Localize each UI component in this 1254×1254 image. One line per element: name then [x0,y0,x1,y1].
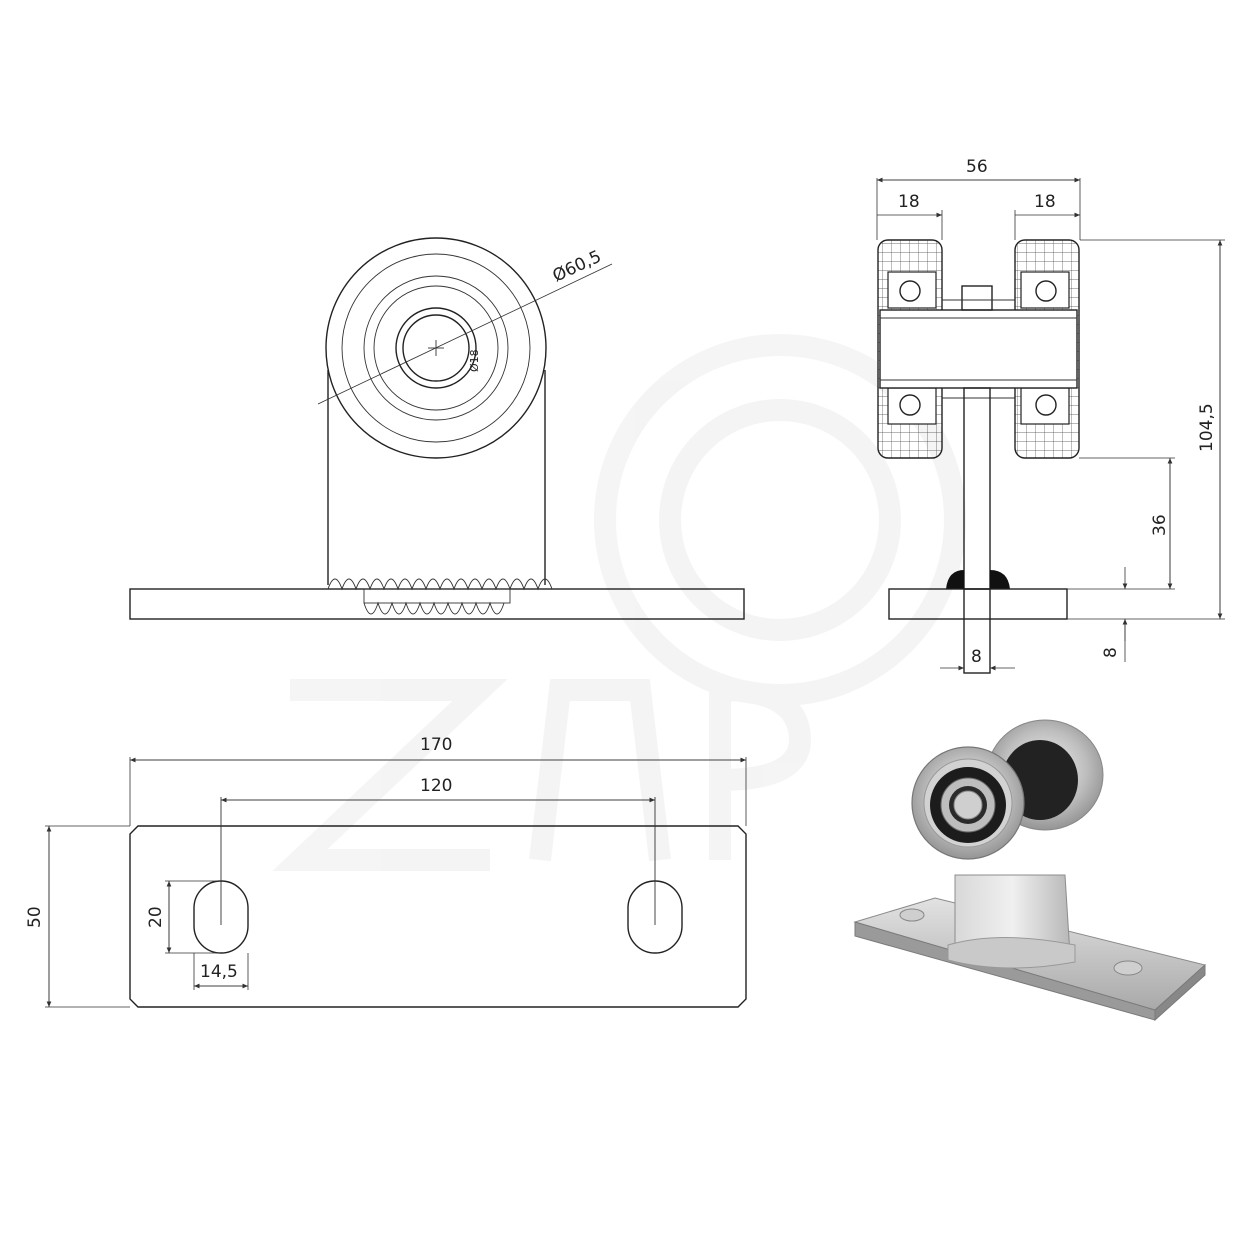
plate-thickness-label: 8 [1101,647,1121,658]
product-photo [853,719,1207,1022]
shaft-diameter-label: Ø18 [468,349,481,372]
stem-width-label: 8 [971,647,982,667]
total-height-label: 104,5 [1197,403,1217,452]
top-view: 170 120 50 20 14,5 [25,735,747,1008]
plate-length-label: 170 [420,735,452,755]
front-view: Ø60,5 Ø18 [129,237,745,620]
weld-beads [327,578,553,615]
watermark [272,334,966,871]
wheel-right-width-label: 18 [1034,192,1056,212]
hole-spacing-label: 120 [420,776,452,796]
wheel-left-width-label: 18 [898,192,920,212]
slot-length-label: 20 [146,906,166,928]
stem-height-label: 36 [1150,514,1170,536]
slot-width-label: 14,5 [200,962,238,982]
total-width-label: 56 [966,157,988,177]
side-section-view: 56 18 18 104,5 36 8 8 [876,157,1225,674]
plate-width-label: 50 [25,906,45,928]
